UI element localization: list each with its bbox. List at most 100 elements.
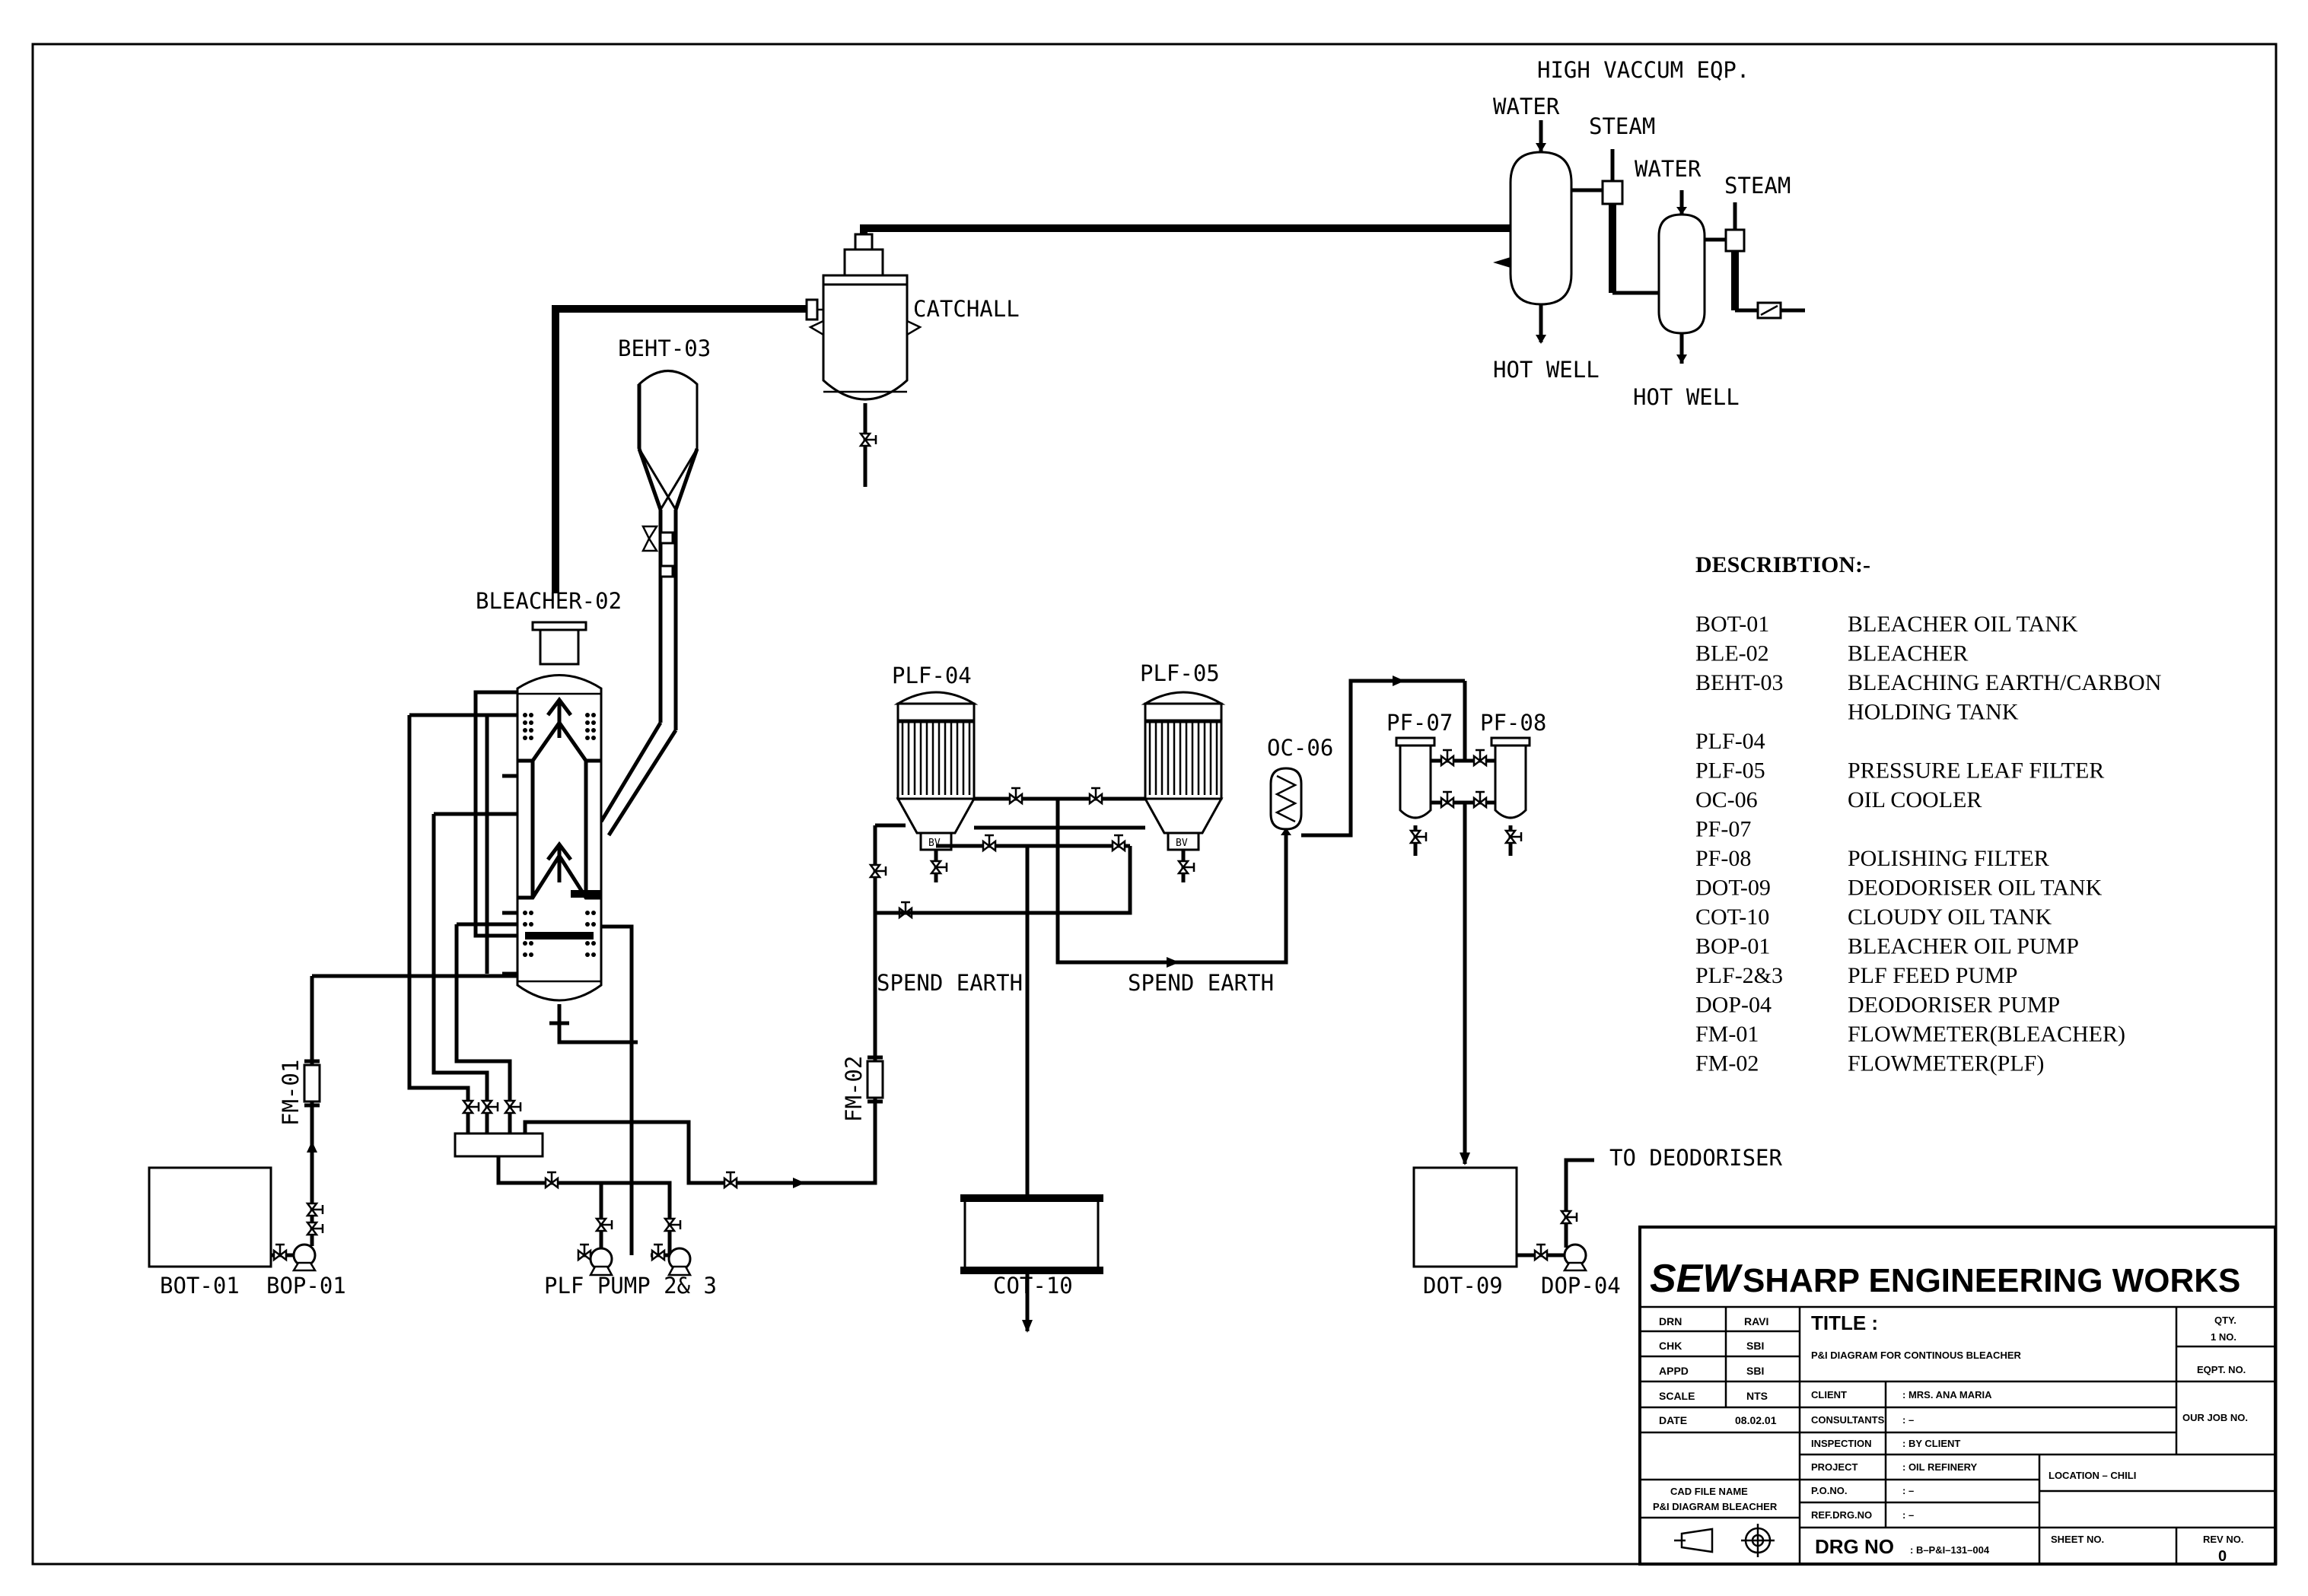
high-vaccum-equipment: HIGH VACCUM EQP. WATER STEAM WATER STEAM… <box>1493 57 1805 410</box>
label-catchall: CATCHALL <box>913 296 1020 322</box>
legend-code: PLF-05 <box>1695 758 1765 784</box>
date-label: DATE <box>1659 1414 1687 1426</box>
label-beht-03: BEHT-03 <box>618 335 711 361</box>
legend-code: BOT-01 <box>1695 612 1769 637</box>
plf-04-filter: PLF-04 BV <box>892 663 979 882</box>
label-hot-well-2: HOT WELL <box>1633 384 1740 410</box>
catchall: CATCHALL <box>805 233 1020 487</box>
legend-description: FLOWMETER(PLF) <box>1848 1051 2044 1076</box>
legend-description: FLOWMETER(BLEACHER) <box>1848 1022 2125 1047</box>
plf-05-filter: PLF-05 BV <box>1140 660 1226 882</box>
cad-file-value: P&I DIAGRAM BLEACHER <box>1653 1501 1778 1512</box>
label-spend-earth-1: SPEND EARTH <box>877 970 1023 996</box>
legend-code: PLF-04 <box>1695 729 1765 754</box>
appd-label: APPD <box>1659 1365 1689 1377</box>
legend-code: OC-06 <box>1695 787 1758 812</box>
legend-code: PLF-2&3 <box>1695 963 1783 988</box>
label-fm-01: FM-01 <box>278 1060 304 1126</box>
pono-value: : – <box>1902 1485 1914 1496</box>
legend-description: OIL COOLER <box>1848 787 1982 812</box>
steam-ejector-2 <box>1705 202 1805 320</box>
consultants-label: CONSULTANTS <box>1811 1414 1885 1426</box>
label-pf-07: PF-07 <box>1386 710 1453 736</box>
label-bleacher-02: BLEACHER-02 <box>476 588 622 614</box>
pf-08-filter: PF-08 <box>1480 710 1546 856</box>
bleacher-piping <box>312 690 877 1255</box>
eqpt-label: EQPT. NO. <box>2197 1364 2246 1375</box>
qty-label: QTY. <box>2214 1315 2236 1326</box>
client-label: CLIENT <box>1811 1389 1847 1400</box>
label-bop-01: BOP-01 <box>266 1273 346 1299</box>
label-bv-2: BV <box>1176 838 1188 849</box>
drawing-border <box>31 43 2278 1566</box>
sheet-label: SHEET NO. <box>2051 1534 2104 1545</box>
label-dot-09: DOT-09 <box>1423 1273 1503 1299</box>
beht-03-hopper: BEHT-03 <box>599 335 711 837</box>
plf-interconnect: SPEND EARTH <box>936 787 1288 1333</box>
barometric-condenser-2 <box>1657 190 1706 364</box>
rev-value: 0 <box>2218 1548 2227 1565</box>
label-plf-05: PLF-05 <box>1140 660 1220 686</box>
label-bot-01: BOT-01 <box>160 1273 240 1299</box>
projection-symbol-icon <box>1674 1524 1775 1557</box>
legend-code: FM-02 <box>1695 1051 1759 1076</box>
plf-pumps: PLF PUMP 2& 3 <box>544 1217 717 1299</box>
legend-description: PRESSURE LEAF FILTER <box>1848 758 2104 784</box>
vacuum-line-top <box>860 224 1511 243</box>
label-cot-10: COT-10 <box>993 1273 1073 1299</box>
filter-leaves-2 <box>1145 719 1221 795</box>
bop-01-pump: BOP-01 FM-01 <box>266 976 346 1299</box>
inspection-label: INSPECTION <box>1811 1438 1871 1449</box>
label-water-1: WATER <box>1493 94 1560 119</box>
legend-code: PF-08 <box>1695 846 1751 871</box>
drg-no-label: DRG NO <box>1815 1535 1894 1558</box>
dop-04-pump: TO DEODORISER DOP-04 <box>1517 1145 1783 1299</box>
barometric-condenser-1 <box>1493 120 1573 344</box>
label-steam-2: STEAM <box>1724 173 1791 199</box>
scale-value: NTS <box>1746 1390 1768 1402</box>
legend-description: BLEACHING EARTH/CARBON <box>1848 670 2161 695</box>
label-plf-04: PLF-04 <box>892 663 972 688</box>
label-spend-earth-2: SPEND EARTH <box>1128 970 1274 996</box>
label-plf-pump: PLF PUMP 2& 3 <box>544 1273 717 1299</box>
drn-value: RAVI <box>1744 1315 1768 1327</box>
drg-no-value: : B–P&I–131–004 <box>1910 1544 1990 1556</box>
label-high-vaccum: HIGH VACCUM EQP. <box>1537 57 1749 83</box>
legend-code: DOT-09 <box>1695 876 1771 901</box>
legend-description: POLISHING FILTER <box>1848 846 2049 871</box>
project-label: PROJECT <box>1811 1461 1858 1473</box>
vacuum-line <box>552 305 807 593</box>
company-name: SHARP ENGINEERING WORKS <box>1743 1262 2240 1299</box>
plf-feed-line: FM-02 SPEND EARTH <box>841 823 1132 1122</box>
job-label: OUR JOB NO. <box>2182 1412 2248 1423</box>
location: LOCATION – CHILI <box>2049 1470 2136 1481</box>
scale-label: SCALE <box>1659 1390 1695 1402</box>
label-fm-02: FM-02 <box>841 1056 867 1122</box>
cad-file-label: CAD FILE NAME <box>1670 1486 1748 1497</box>
chk-value: SBI <box>1746 1340 1764 1352</box>
rev-label: REV NO. <box>2203 1534 2243 1545</box>
legend-description: CLOUDY OIL TANK <box>1848 905 2052 930</box>
title-value: P&I DIAGRAM FOR CONTINOUS BLEACHER <box>1811 1350 2022 1361</box>
title-label: TITLE : <box>1811 1311 1878 1334</box>
qty-value: 1 NO. <box>2211 1331 2236 1343</box>
legend-description: DEODORISER PUMP <box>1848 993 2060 1018</box>
legend-code: DOP-04 <box>1695 993 1772 1018</box>
legend-description: DEODORISER OIL TANK <box>1848 876 2103 901</box>
legend-heading: DESCRIBTION:- <box>1695 552 1870 577</box>
legend-description: PLF FEED PUMP <box>1848 963 2017 988</box>
legend-description: BLEACHER OIL TANK <box>1848 612 2078 637</box>
label-dop-04: DOP-04 <box>1541 1273 1621 1299</box>
pf-07-filter: PF-07 <box>1386 710 1453 856</box>
heating-coils <box>523 713 596 957</box>
project-value: : OIL REFINERY <box>1902 1461 1978 1473</box>
label-pf-08: PF-08 <box>1480 710 1546 736</box>
refdrg-label: REF.DRG.NO <box>1811 1509 1872 1521</box>
date-value: 08.02.01 <box>1735 1414 1777 1426</box>
legend-code: BEHT-03 <box>1695 670 1784 695</box>
refdrg-value: : – <box>1902 1509 1914 1521</box>
label-water-2: WATER <box>1635 156 1702 182</box>
